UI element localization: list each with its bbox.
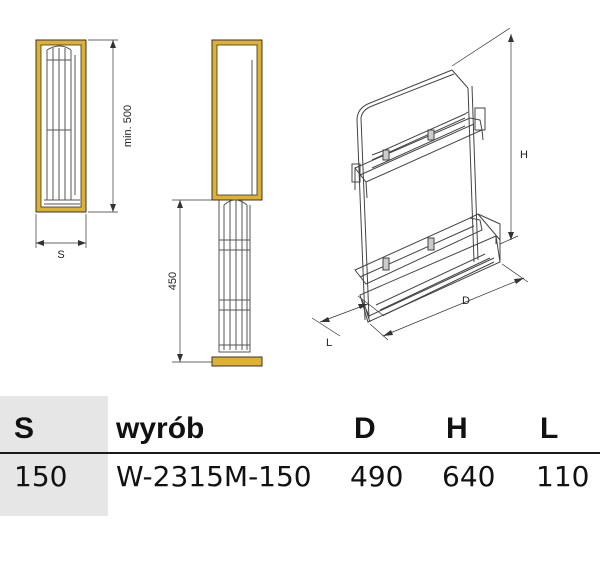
cabinet-side-view: 450	[167, 39, 263, 367]
value-h: 640	[442, 460, 496, 493]
header-h: H	[446, 412, 468, 445]
spec-table: S wyrób D H L 150 W-2315M-150 490 640 11…	[0, 396, 600, 516]
header-l: L	[540, 412, 559, 445]
value-wyrob: W-2315M-150	[116, 460, 312, 493]
value-l: 110	[536, 460, 590, 493]
depth-d-label: D	[462, 295, 470, 307]
length-l-dimension: L	[311, 295, 385, 349]
header-wyrob: wyrób	[116, 412, 205, 445]
first-column-background	[0, 396, 108, 516]
header-separator	[0, 452, 600, 454]
technical-drawing: min. 500 S	[35, 27, 529, 367]
basket-isometric-view	[351, 69, 501, 323]
length-l-label: L	[326, 337, 332, 349]
height-h-dimension: H	[451, 27, 528, 245]
header-s: S	[14, 412, 35, 445]
height-h-label: H	[520, 149, 528, 161]
depth-d-dimension: D	[369, 263, 529, 341]
value-d: 490	[350, 460, 404, 493]
lift-height-label: 450	[167, 272, 179, 290]
min-height-label: min. 500	[122, 105, 134, 147]
cabinet-front-view: min. 500 S	[35, 39, 134, 261]
header-d: D	[354, 412, 376, 445]
value-s: 150	[14, 460, 68, 493]
width-s-label: S	[57, 249, 64, 261]
